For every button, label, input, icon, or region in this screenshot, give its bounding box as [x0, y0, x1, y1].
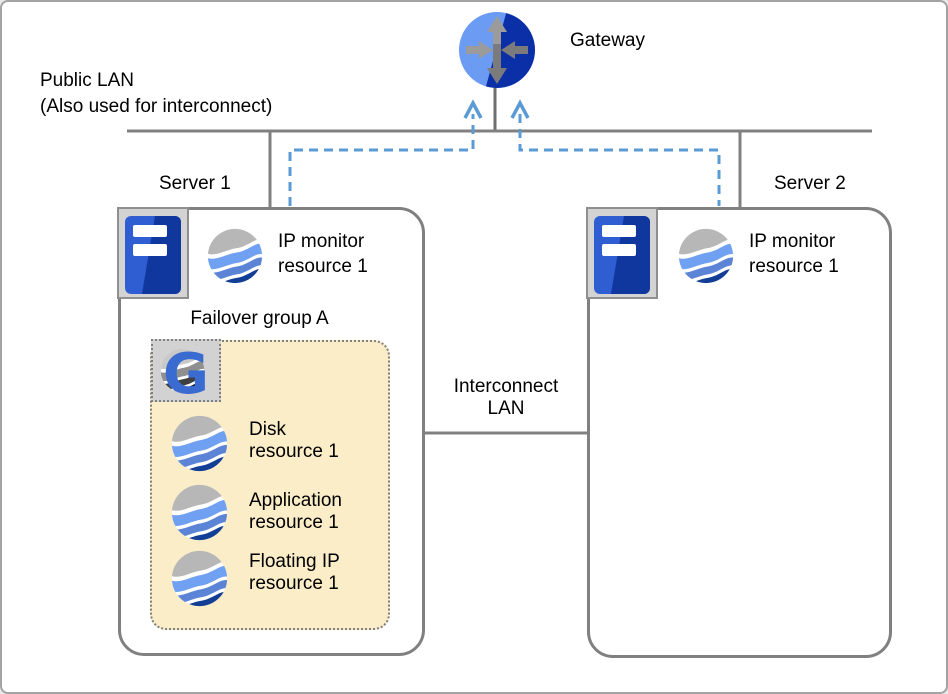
svg-text:G: G [163, 342, 209, 400]
ip-monitor-line2: resource 1 [278, 256, 368, 277]
floating-ip-resource-icon [171, 550, 228, 607]
failover-group-label: Failover group A [190, 308, 329, 329]
resource-label-line1: Application [249, 490, 342, 511]
server2-computer-icon [586, 207, 658, 299]
resource-label-line2: resource 1 [249, 512, 339, 533]
public-lan-label-line2: (Also used for interconnect) [40, 96, 273, 117]
interconnect-lan-label-line1: Interconnect [453, 376, 559, 397]
gateway-icon [459, 12, 535, 88]
ip-monitor-line1: IP monitor [278, 231, 365, 252]
resource-label-line2: resource 1 [249, 573, 339, 594]
server2-label: Server 2 [774, 173, 846, 194]
interconnect-lan-label: Interconnect LAN [431, 376, 581, 420]
server1-label: Server 1 [159, 173, 231, 194]
monitor-route-server2 [518, 114, 721, 206]
monitor-route-server1 [288, 114, 475, 206]
interconnect-lan-label-line2: LAN [487, 398, 525, 419]
resource-label-line1: Floating IP [249, 551, 340, 572]
gateway-label: Gateway [570, 30, 645, 51]
public-lan-label: Public LAN (Also used for interconnect) [40, 68, 272, 120]
ip-monitor-resource-label-server1: IP monitor resource 1 [278, 229, 368, 279]
monitor-route-server2-arrowhead [510, 99, 530, 119]
ip-monitor-resource-icon-server2 [678, 228, 734, 284]
ip-monitor-line1: IP monitor [749, 231, 836, 252]
failover-group-icon: G [151, 339, 221, 402]
disk-resource-icon [171, 415, 228, 472]
ip-monitor-resource-icon-server1 [207, 228, 263, 284]
disk-resource-label: Disk resource 1 [249, 419, 339, 463]
monitor-route-server1-arrowhead [463, 99, 483, 119]
resource-label-line2: resource 1 [249, 441, 339, 462]
server2-box [587, 207, 892, 658]
server1-computer-icon [117, 207, 189, 299]
ip-monitor-resource-label-server2: IP monitor resource 1 [749, 229, 839, 279]
resource-label-line1: Disk [249, 419, 286, 440]
ip-monitor-line2: resource 1 [749, 256, 839, 277]
public-lan-label-line1: Public LAN [40, 70, 134, 91]
application-resource-label: Application resource 1 [249, 490, 342, 534]
floating-ip-resource-label: Floating IP resource 1 [249, 551, 340, 595]
application-resource-icon [171, 484, 228, 541]
